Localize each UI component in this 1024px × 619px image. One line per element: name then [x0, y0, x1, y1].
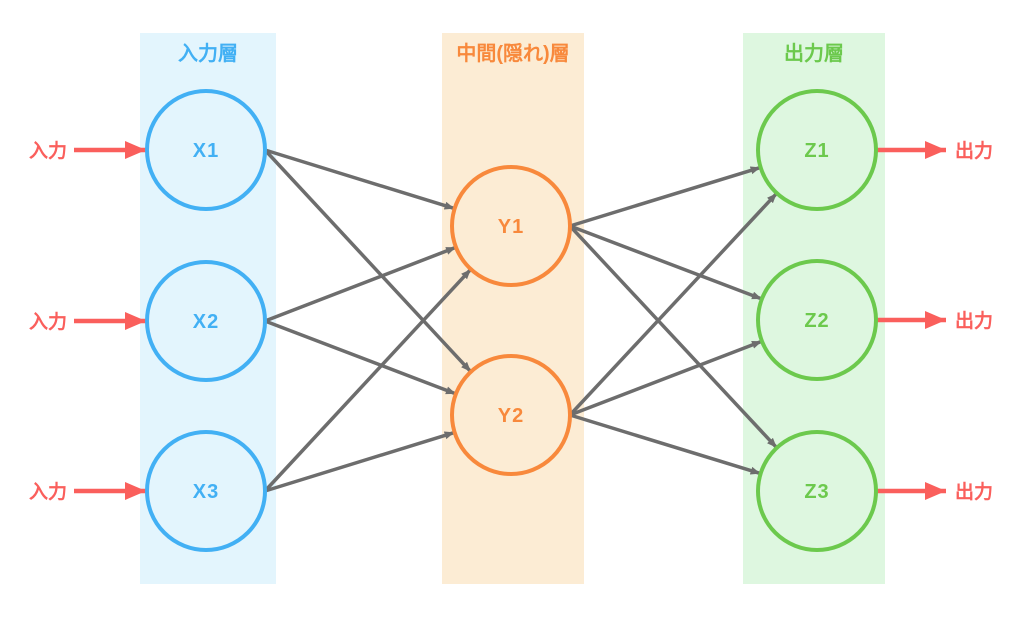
input-label-3: 入力 [29, 480, 67, 503]
node-z3 [756, 430, 878, 552]
node-x2-label: X2 [193, 311, 219, 333]
edge-y2-z1 [568, 192, 779, 417]
node-x1-label: X1 [193, 140, 219, 162]
node-z1-label: Z1 [804, 140, 829, 162]
node-x3-label: X3 [193, 481, 219, 503]
node-y1-label: Y1 [498, 216, 524, 238]
node-z1 [756, 89, 878, 211]
layer-title-input: 入力層 [178, 42, 238, 65]
output-label-3: 出力 [955, 480, 993, 503]
input-label-1: 入力 [29, 139, 67, 162]
node-y2-label: Y2 [498, 405, 524, 427]
node-z3-label: Z3 [804, 481, 829, 503]
edge-x1-y1 [264, 148, 456, 211]
edge-x2-y1 [264, 245, 457, 323]
edge-x3-y2 [264, 430, 456, 493]
node-z2-label: Z2 [804, 310, 829, 332]
edge-y2-z3 [569, 413, 762, 476]
node-y2 [450, 354, 572, 476]
node-z2 [756, 259, 878, 381]
node-y1 [450, 165, 572, 287]
edge-y1-z1 [569, 165, 762, 228]
layer-band-hidden [442, 33, 584, 584]
node-x3 [145, 430, 267, 552]
edge-y2-z2 [569, 339, 763, 417]
output-label-2: 出力 [955, 309, 993, 332]
edge-y1-z2 [569, 224, 763, 301]
edge-y1-z3 [568, 224, 779, 449]
output-label-1: 出力 [955, 139, 993, 162]
layer-title-output: 出力層 [784, 42, 844, 65]
node-x2 [145, 260, 267, 382]
edge-x3-y1 [263, 268, 473, 493]
edge-x1-y2 [263, 148, 473, 373]
node-x1 [145, 89, 267, 211]
layer-title-hidden: 中間(隠れ)層 [456, 41, 569, 65]
edge-x2-y2 [264, 319, 457, 396]
input-label-2: 入力 [29, 310, 67, 333]
